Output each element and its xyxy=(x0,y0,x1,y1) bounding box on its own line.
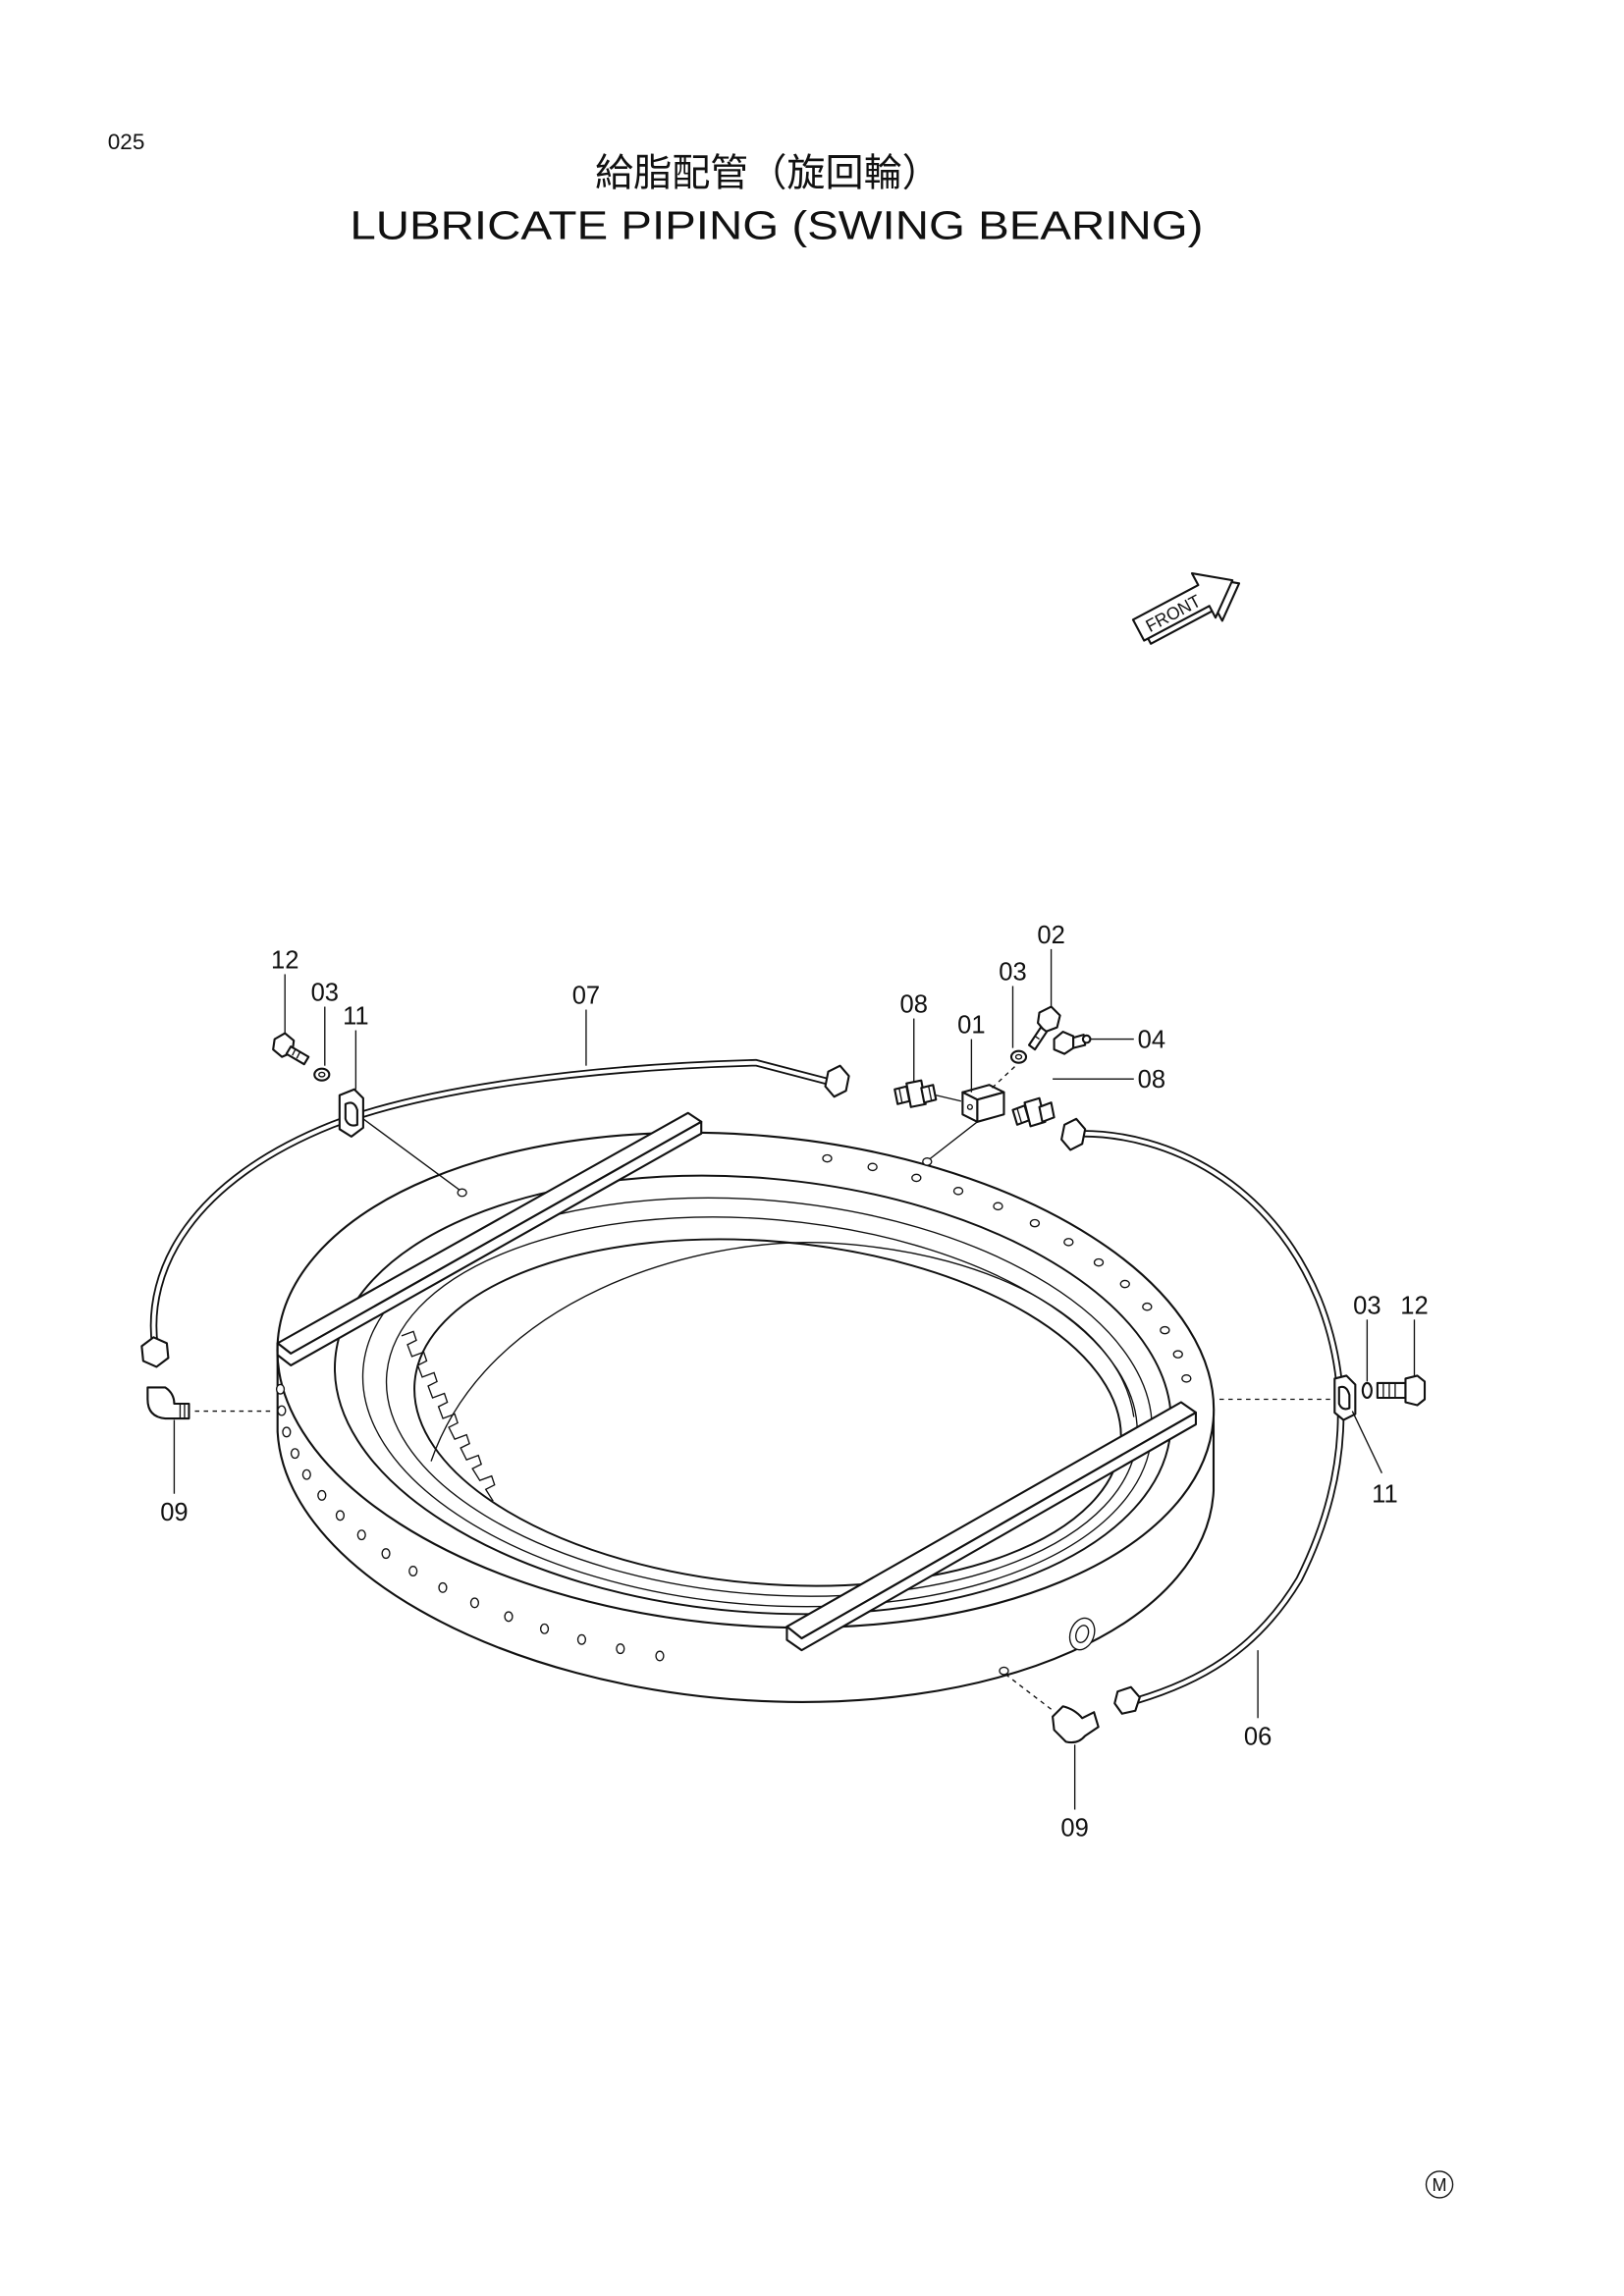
bolt-hole xyxy=(952,1187,964,1196)
bolt-hole xyxy=(1063,1238,1074,1247)
clamp-left-to-hole-line xyxy=(362,1118,460,1191)
bolt-hole xyxy=(275,1383,286,1395)
bolt-hole xyxy=(1172,1350,1183,1359)
washer-03-left-hole xyxy=(318,1071,326,1078)
elbow-bottom-center-line xyxy=(1006,1675,1053,1710)
washer-03-left xyxy=(313,1067,331,1082)
bolt-hole xyxy=(1160,1325,1170,1335)
pipe-nut-06-end xyxy=(1113,1685,1141,1715)
grease-nipple-04 xyxy=(1053,1031,1092,1055)
leader-lines xyxy=(173,948,1416,1810)
callout-washer-right: 03 xyxy=(1353,1292,1380,1319)
support-bar-upper xyxy=(276,1111,703,1366)
bolt-12-left xyxy=(272,1032,310,1066)
bolt-hole xyxy=(1029,1218,1041,1228)
bolt-hole xyxy=(282,1426,292,1438)
pipe-nut-left xyxy=(140,1336,170,1368)
top-face-bolt-holes xyxy=(822,1153,1192,1383)
side-face-bolt-holes xyxy=(275,1383,665,1662)
callout-clamp-left: 11 xyxy=(343,1003,369,1031)
side-face-grease-hole xyxy=(999,1666,1009,1676)
bolt-hole xyxy=(301,1468,311,1480)
bolt-hole xyxy=(655,1650,665,1662)
bolt-hole xyxy=(822,1153,833,1163)
washer-03-center xyxy=(1009,1049,1028,1064)
bolt-hole xyxy=(993,1201,1003,1211)
bolt-hole xyxy=(335,1510,346,1522)
grease-block-01 xyxy=(961,1084,1005,1123)
washer-03-center-hole xyxy=(1014,1053,1023,1060)
top-face-grease-hole-left xyxy=(457,1188,467,1198)
bolt-hole xyxy=(1093,1257,1105,1267)
callout-bolt-02: 02 xyxy=(1037,922,1064,949)
bolt-hole xyxy=(1181,1374,1192,1383)
ring-gear-teeth xyxy=(401,1330,496,1502)
callout-grease-nipple: 04 xyxy=(1138,1027,1165,1054)
callout-bolt-right: 12 xyxy=(1400,1292,1428,1319)
bolt-hole xyxy=(277,1405,287,1416)
page-number: 025 xyxy=(108,130,145,154)
bolt-hole xyxy=(1142,1302,1153,1311)
adapter-to-block-line xyxy=(936,1095,962,1102)
title-japanese: 給脂配管（旋回輪） xyxy=(595,153,941,195)
top-face-grease-hole-front xyxy=(922,1156,933,1166)
bolt-hole xyxy=(616,1643,625,1655)
bolt-hole xyxy=(438,1581,448,1593)
callout-adapter-left: 08 xyxy=(900,991,928,1019)
washer-03-right xyxy=(1361,1381,1373,1400)
mark-letter: M xyxy=(1433,2175,1447,2195)
bolt-hole xyxy=(1119,1279,1130,1289)
pipe-nut-06-start xyxy=(1060,1117,1087,1151)
clamp-11-left xyxy=(338,1088,364,1138)
callout-elbow-left: 09 xyxy=(160,1499,188,1526)
callout-washer-center: 03 xyxy=(999,958,1026,986)
clamp-11-right xyxy=(1333,1374,1357,1421)
elbow-fitting-09-bottom xyxy=(1006,1675,1100,1744)
bolt-hole xyxy=(867,1162,878,1172)
elbow-fitting-09-left xyxy=(146,1386,271,1420)
callout-elbow-bottom: 09 xyxy=(1060,1815,1088,1842)
swing-bearing xyxy=(275,1111,1216,1703)
bolt-12-right xyxy=(1376,1374,1427,1407)
block-up-center-line xyxy=(991,1065,1016,1089)
callout-bolt-left: 12 xyxy=(271,946,298,974)
callout-washer-left: 03 xyxy=(311,980,339,1007)
bolt-hole xyxy=(290,1448,300,1460)
bolt-hole xyxy=(469,1597,480,1609)
support-bar-lower xyxy=(785,1401,1197,1652)
pipe-nut-07-end xyxy=(824,1064,850,1098)
title-english: LUBRICATE PIPING (SWING BEARING) xyxy=(350,203,1203,248)
bearing-top-face xyxy=(276,1131,1216,1629)
circled-m-mark: M xyxy=(1425,2170,1454,2199)
bolt-hole xyxy=(356,1529,366,1541)
callout-adapter-right: 08 xyxy=(1138,1066,1165,1094)
callout-clamp-right: 11 xyxy=(1372,1481,1398,1509)
bolt-hole xyxy=(317,1489,327,1501)
callout-pipe-07: 07 xyxy=(572,983,600,1010)
bolt-hole xyxy=(539,1623,550,1634)
adapter-08-right xyxy=(1011,1096,1056,1128)
callout-grease-block: 01 xyxy=(957,1012,985,1040)
bolt-hole xyxy=(911,1173,922,1183)
bolt-hole xyxy=(576,1633,587,1645)
front-direction-arrow: FRONT xyxy=(1131,572,1241,645)
bolt-hole xyxy=(504,1611,514,1623)
block-to-face-hole-line xyxy=(929,1121,978,1159)
grease-port-hole-inner xyxy=(1075,1625,1090,1643)
callout-pipe-06: 06 xyxy=(1244,1723,1272,1750)
bolt-hole xyxy=(381,1548,391,1560)
adapter-08-left xyxy=(893,1079,938,1108)
bolt-hole xyxy=(408,1566,418,1577)
bearing-inner-wall-lower-edge xyxy=(430,1242,1135,1462)
